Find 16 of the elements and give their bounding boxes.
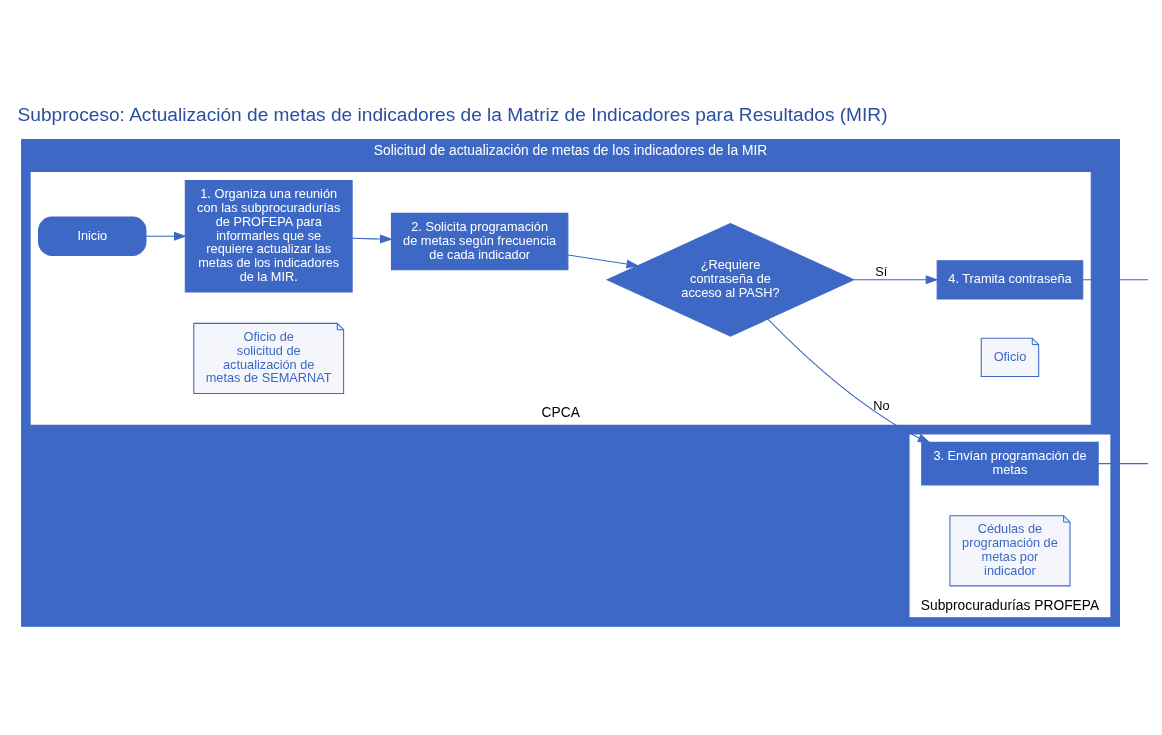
arrow — [145, 231, 187, 241]
node-box: 4. Tramita contraseña — [936, 259, 1084, 299]
node-diamond: ¿Requiere contraseña de acceso al PASH? — [605, 222, 855, 337]
node-box: 2. Solicita programación de metas según frecuencia de cada indicador — [390, 212, 569, 270]
arrow — [767, 318, 931, 443]
arrow — [567, 253, 640, 268]
connector — [1082, 278, 1149, 280]
diagram-title: Subproceso: Actualización de metas de indicadores de la Matriz de Indicadores para Resultados (MIR) — [17, 103, 888, 125]
edge-label: No — [873, 397, 890, 413]
arrow — [351, 234, 393, 243]
node-box: Inicio — [38, 216, 147, 256]
node-box: 1. Organiza una reunión con las subprocuradurías de PROFEPA para informarles que se requiere actualizar las metas de los indicadores de la MIR. — [184, 179, 353, 293]
arrow — [853, 274, 939, 284]
node-box: 3. Envían programación de metas — [921, 441, 1099, 485]
edge-label: Sí — [875, 263, 888, 279]
connector — [1097, 462, 1149, 464]
